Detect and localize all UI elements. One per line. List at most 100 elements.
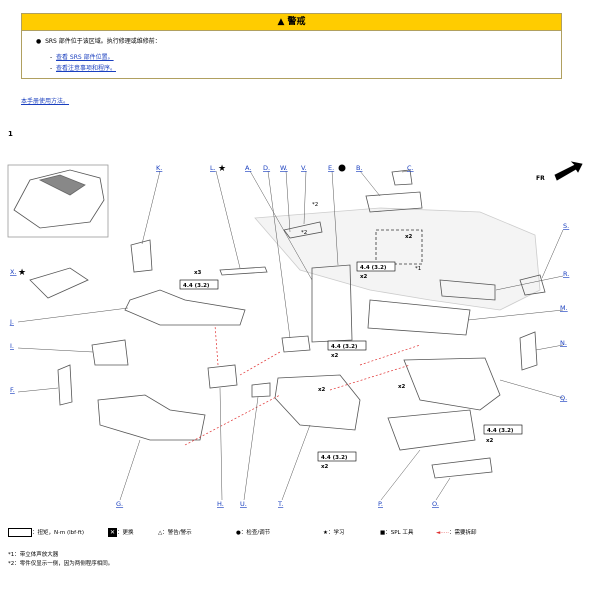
- warning-box: ▲ 警戒 ● SRS 部件位于该区域。执行修理或维修前： - 查看 SRS 部件…: [21, 13, 562, 79]
- label-x[interactable]: X.: [10, 268, 17, 276]
- callout-star2-a: *2: [312, 202, 318, 208]
- exploded-diagram: K. L. ★ A. D. W. V. E. B. C. FR S. R. M.…: [7, 161, 583, 508]
- part-l-rod: [219, 266, 268, 276]
- label-n[interactable]: N.: [560, 339, 567, 347]
- removal-arrow-icon: ◄·····: [436, 530, 449, 536]
- part-f-side-panel: [57, 364, 73, 406]
- label-m[interactable]: M.: [560, 304, 568, 312]
- legend-removal: ◄·····：需要拆卸: [436, 530, 477, 536]
- part-w-clip: [283, 221, 323, 239]
- callout-x2-e: x2: [405, 234, 413, 240]
- label-c[interactable]: C.: [407, 164, 414, 172]
- label-a[interactable]: A.: [245, 164, 251, 172]
- part-o-damper: [431, 457, 493, 479]
- label-h[interactable]: H.: [217, 500, 224, 508]
- notes: *1：带立体声放大器 *2：零件仅显示一侧，因为两侧程序相同。: [8, 551, 113, 569]
- note-1: *1：带立体声放大器: [8, 552, 59, 558]
- callout-star1: *1: [415, 266, 421, 272]
- callout-x2-b: x2: [360, 274, 368, 280]
- front-label: FR: [536, 175, 545, 182]
- legend-caution: △：警告/警示: [158, 530, 192, 536]
- check-dot-icon: [338, 164, 346, 172]
- warning-title: 警戒: [287, 17, 306, 27]
- step-number: 1: [8, 130, 13, 138]
- part-x-cover: [29, 267, 89, 299]
- label-w[interactable]: W.: [280, 164, 288, 172]
- part-t-bracket: [274, 374, 361, 431]
- torque-box-4: 4.4 (3.2): [483, 424, 523, 435]
- legend-torque: ：扭矩，N·m (lbf·ft): [8, 528, 84, 538]
- label-d[interactable]: D.: [263, 164, 270, 172]
- callout-x2-q: x2: [398, 384, 406, 390]
- part-r-strip: [439, 279, 496, 301]
- svg-text:4.4 (3.2): 4.4 (3.2): [360, 265, 387, 271]
- label-k[interactable]: K.: [156, 164, 162, 172]
- callout-star2-b: *2: [301, 230, 307, 236]
- label-r[interactable]: R.: [563, 270, 569, 278]
- part-g-lower-panel: [97, 394, 206, 441]
- spl-icon: ■: [380, 530, 386, 536]
- label-u[interactable]: U.: [240, 500, 247, 508]
- label-v[interactable]: V.: [301, 164, 307, 172]
- precaution-link[interactable]: 查看注意事项和程序。: [55, 65, 116, 72]
- warning-header: ▲ 警戒: [22, 14, 561, 31]
- warning-icon: ▲: [277, 17, 285, 27]
- part-b-cover: [365, 191, 423, 213]
- label-g[interactable]: G.: [116, 500, 123, 508]
- star-icon: ★: [323, 530, 328, 536]
- legend-learn: ★：学习: [323, 530, 345, 536]
- legend-replace: ✕：更换: [108, 528, 134, 537]
- label-t[interactable]: T.: [277, 500, 283, 508]
- vehicle-outline: [13, 169, 105, 229]
- front-arrow-icon: [554, 161, 583, 181]
- warning-bullet: ● SRS 部件位于该区域。执行修理或维修前：: [36, 38, 161, 45]
- part-k-bracket: [130, 239, 153, 273]
- srs-location-link[interactable]: 查看 SRS 部件位置。: [55, 54, 114, 61]
- callout-x2-q2: x2: [486, 438, 494, 444]
- part-n-panel: [519, 331, 538, 371]
- label-i[interactable]: I.: [10, 342, 14, 350]
- dashboard-panel: [254, 207, 541, 311]
- label-p[interactable]: P.: [378, 500, 383, 508]
- part-i-panel: [91, 339, 129, 366]
- part-e-dashed-box: [375, 229, 423, 265]
- torque-box-3: 4.4 (3.2): [327, 340, 367, 351]
- svg-text:4.4 (3.2): 4.4 (3.2): [321, 455, 348, 461]
- torque-box-2: 4.4 (3.2): [356, 261, 396, 272]
- label-e[interactable]: E.: [328, 164, 334, 172]
- part-q-glovebox: [403, 357, 501, 411]
- callout-x2-t: x2: [318, 387, 326, 393]
- learn-star-icon: ★: [218, 164, 226, 174]
- replace-icon: ✕: [108, 528, 117, 537]
- part-m-panel: [367, 299, 471, 336]
- torque-box-5: 4.4 (3.2): [317, 451, 357, 462]
- label-q[interactable]: Q.: [560, 394, 567, 402]
- caution-icon: △: [158, 530, 163, 536]
- part-h-switch: [207, 364, 238, 389]
- manual-usage-link[interactable]: 本手册使用方法。: [21, 98, 70, 105]
- part-d-trim: [281, 335, 311, 353]
- label-f[interactable]: F.: [10, 386, 15, 394]
- part-s-bracket: [519, 274, 546, 296]
- callout-x2-t2: x2: [321, 464, 329, 470]
- part-j-cluster-finish: [124, 289, 246, 326]
- label-j[interactable]: J.: [9, 318, 14, 326]
- part-u-clip: [251, 382, 271, 398]
- label-b[interactable]: B.: [356, 164, 363, 172]
- svg-text:4.4 (3.2): 4.4 (3.2): [331, 344, 358, 350]
- svg-text:4.4 (3.2): 4.4 (3.2): [487, 428, 514, 434]
- check-dot-icon: ●: [236, 530, 241, 536]
- legend-spl: ■：SPL 工具: [380, 530, 414, 536]
- label-l[interactable]: L.: [210, 164, 216, 172]
- note-2: *2：零件仅显示一侧，因为两侧程序相同。: [8, 561, 114, 567]
- torque-box-icon: [8, 528, 32, 537]
- part-p-glovebox-door: [387, 409, 476, 451]
- vehicle-dash-highlight: [38, 174, 86, 196]
- svg-text:4.4 (3.2): 4.4 (3.2): [183, 283, 210, 289]
- label-s[interactable]: S.: [563, 222, 569, 230]
- part-c-knob: [391, 169, 413, 186]
- torque-box-1: 4.4 (3.2): [179, 279, 219, 290]
- label-o[interactable]: O.: [432, 500, 439, 508]
- legend-check: ●：检查/调节: [236, 530, 271, 536]
- vehicle-inset-frame: [7, 164, 109, 238]
